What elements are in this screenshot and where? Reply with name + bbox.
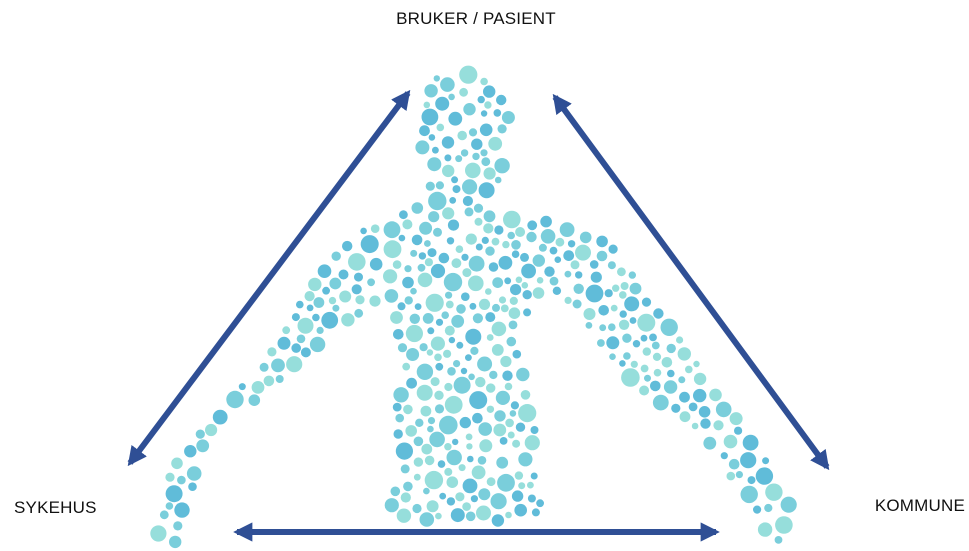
node-label-bruker-pasient: BRUKER / PASIENT: [396, 9, 556, 28]
arrow-bruker-kommune: [552, 93, 830, 471]
arrow-sykehus-bruker: [127, 89, 411, 467]
node-label-sykehus: SYKEHUS: [14, 498, 97, 517]
node-label-kommune: KOMMUNE: [874, 496, 965, 515]
